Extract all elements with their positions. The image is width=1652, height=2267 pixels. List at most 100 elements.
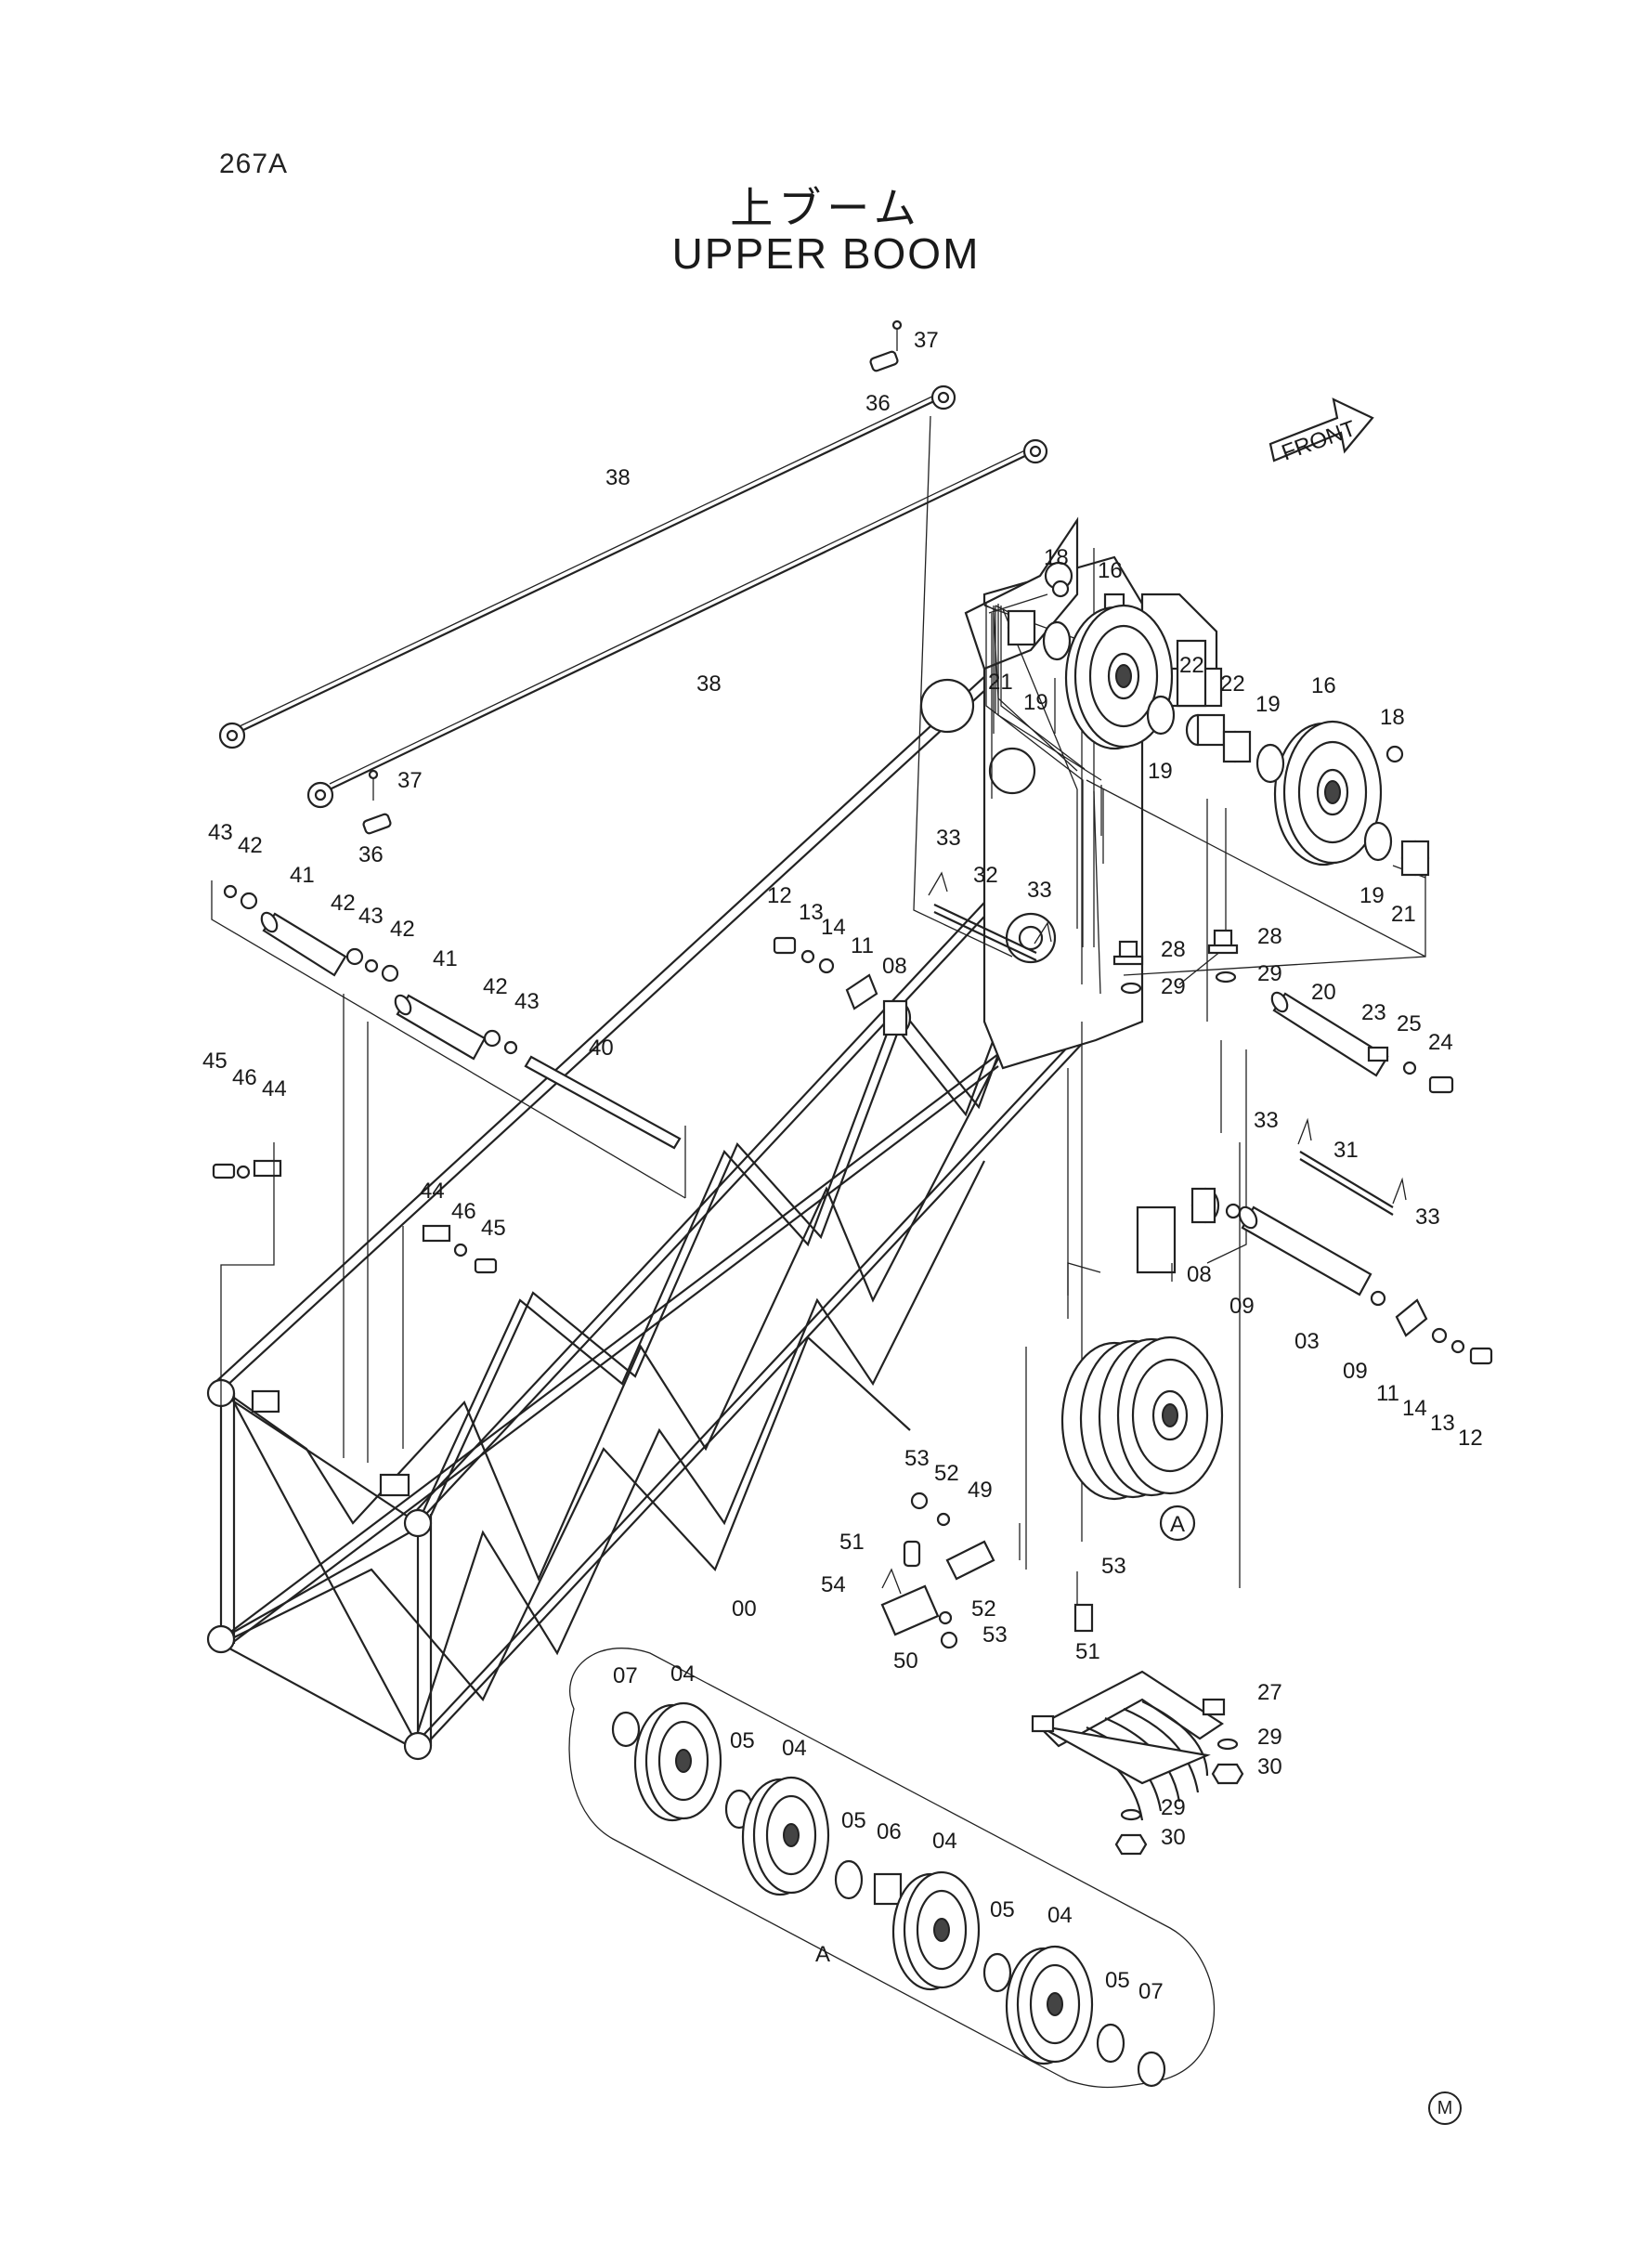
part-label-41: 41 xyxy=(290,863,315,888)
part-label-44: 44 xyxy=(262,1076,287,1101)
part-label-04: 04 xyxy=(670,1661,696,1687)
part-label-46: 46 xyxy=(451,1199,476,1224)
bracket-44-bolt-45-lower xyxy=(422,1224,498,1274)
part-label-42: 42 xyxy=(390,917,415,942)
bolt-12-washers-13-14-plate-11 xyxy=(773,936,878,1010)
part-label-09: 09 xyxy=(1343,1359,1368,1384)
part-label-24: 24 xyxy=(1428,1030,1453,1055)
part-label-40: 40 xyxy=(589,1036,614,1061)
part-label-18: 18 xyxy=(1380,705,1405,730)
detail-ref-callout: A xyxy=(1170,1512,1185,1537)
part-label-28: 28 xyxy=(1161,937,1186,962)
part-label-50: 50 xyxy=(893,1648,918,1674)
part-label-07: 07 xyxy=(1138,1979,1164,2004)
part-label-54: 54 xyxy=(821,1572,846,1597)
part-label-21: 21 xyxy=(988,670,1013,695)
corner-mark: M xyxy=(1428,2091,1462,2125)
front-direction-arrow: FRONT xyxy=(1268,397,1374,466)
part-label-36: 36 xyxy=(358,842,384,867)
part-label-19: 19 xyxy=(1023,690,1048,715)
pin-36-bottom xyxy=(362,769,392,835)
part-label-33: 33 xyxy=(936,826,961,851)
part-label-13: 13 xyxy=(1430,1411,1455,1436)
stop-23-bolt-24-washer-25 xyxy=(1367,1046,1454,1094)
part-label-22: 22 xyxy=(1179,653,1204,678)
part-label-05: 05 xyxy=(730,1728,755,1753)
pin-36-top xyxy=(869,319,903,372)
bushing-08-left xyxy=(882,999,912,1036)
washers-42-43 xyxy=(223,884,518,1055)
part-label-04: 04 xyxy=(932,1829,957,1854)
part-label-11: 11 xyxy=(851,933,874,958)
part-label-20: 20 xyxy=(1311,980,1336,1005)
part-label-38: 38 xyxy=(605,465,631,490)
part-label-29: 29 xyxy=(1257,1725,1282,1750)
part-label-27: 27 xyxy=(1257,1680,1282,1705)
rope-guide-27 xyxy=(1031,1670,1226,1821)
part-label-42: 42 xyxy=(238,833,263,858)
part-label-53: 53 xyxy=(904,1446,930,1471)
part-label-43: 43 xyxy=(358,904,384,929)
part-label-30: 30 xyxy=(1161,1825,1186,1850)
part-label-30: 30 xyxy=(1257,1754,1282,1779)
part-label-14: 14 xyxy=(821,915,846,940)
part-label-21: 21 xyxy=(1391,902,1416,927)
part-label-42: 42 xyxy=(331,891,356,916)
pendant-line-lower xyxy=(306,438,1048,809)
part-label-16: 16 xyxy=(1311,673,1336,698)
part-label-12: 12 xyxy=(767,883,792,908)
sheave-16-lower xyxy=(1273,720,1383,866)
title-english: UPPER BOOM xyxy=(671,229,981,278)
part-label-05: 05 xyxy=(990,1897,1015,1922)
part-label-51: 51 xyxy=(1075,1639,1100,1664)
front-label: FRONT xyxy=(1279,416,1359,466)
part-label-16: 16 xyxy=(1098,558,1123,583)
part-label-08: 08 xyxy=(882,954,907,979)
part-label-32: 32 xyxy=(973,863,998,888)
part-label-07: 07 xyxy=(613,1663,638,1688)
bolts-28-washers-29 xyxy=(1112,929,1239,995)
part-label-08: 08 xyxy=(1187,1262,1212,1287)
part-label-03: 03 xyxy=(1294,1329,1320,1354)
part-label-28: 28 xyxy=(1257,924,1282,949)
part-label-06: 06 xyxy=(877,1819,902,1844)
page-code: 267A xyxy=(219,149,289,179)
part-label-29: 29 xyxy=(1161,1795,1186,1820)
pin-31-clips-33 xyxy=(1297,1117,1407,1216)
part-label-45: 45 xyxy=(202,1049,228,1074)
part-label-31: 31 xyxy=(1333,1138,1359,1163)
sheave-stack-head: A xyxy=(1060,1335,1224,1542)
detail-a-enclosure xyxy=(568,1648,1215,2089)
bracket-group-49-54 xyxy=(880,1492,1094,1649)
leader-lines xyxy=(211,415,1426,1588)
part-label-09: 09 xyxy=(1229,1294,1255,1319)
hinge-pin-41-upper xyxy=(260,911,347,977)
part-label-38: 38 xyxy=(696,671,722,697)
part-label-19: 19 xyxy=(1359,883,1385,908)
sheave-16-upper xyxy=(1064,604,1174,750)
part-label-33: 33 xyxy=(1415,1205,1440,1230)
part-label-43: 43 xyxy=(208,820,233,845)
bearings-19-21-22 xyxy=(1007,580,1430,877)
part-label-23: 23 xyxy=(1361,1000,1386,1025)
part-label-19: 19 xyxy=(1255,692,1281,717)
part-label-04: 04 xyxy=(782,1736,807,1761)
pin-32-with-clips xyxy=(928,871,1052,961)
detail-a-label: A xyxy=(815,1942,830,1967)
part-label-11: 11 xyxy=(1376,1381,1399,1406)
hinge-pin-41-lower xyxy=(394,994,487,1061)
part-label-52: 52 xyxy=(934,1461,959,1486)
long-pin-40 xyxy=(524,1055,682,1150)
part-label-04: 04 xyxy=(1047,1903,1073,1928)
part-label-22: 22 xyxy=(1220,671,1245,697)
part-label-05: 05 xyxy=(1105,1968,1130,1993)
part-label-53: 53 xyxy=(982,1622,1008,1648)
part-label-53: 53 xyxy=(1101,1554,1126,1579)
pin-03-bushing-08-right xyxy=(1190,1187,1493,1365)
detail-a-sheaves: A xyxy=(611,1701,1166,2088)
bracket-44-bolt-45-upper xyxy=(212,1159,282,1179)
washers-29-nuts-30 xyxy=(1114,1738,1244,1856)
part-label-29: 29 xyxy=(1161,974,1186,999)
